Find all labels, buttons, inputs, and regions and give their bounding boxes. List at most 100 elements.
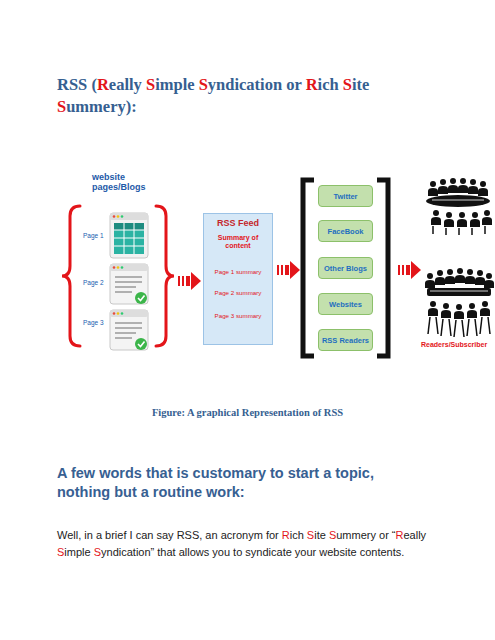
document-icon [135, 292, 147, 304]
section-heading: A few words that is customary to start a… [57, 464, 402, 502]
document-icon [113, 266, 116, 269]
audience-people-icon [428, 317, 430, 334]
meeting-people-icon [426, 195, 490, 207]
meeting-people-icon [458, 178, 468, 193]
block-arrow [411, 261, 421, 279]
spreadsheet-icon [110, 213, 148, 220]
accent-letter: S [343, 75, 352, 94]
accent-letter: S [94, 546, 101, 558]
document-icon [115, 286, 136, 288]
square-bracket [303, 180, 314, 356]
spreadsheet-icon [114, 223, 144, 254]
platform-label: FaceBook [328, 227, 364, 236]
document-icon [135, 338, 147, 350]
curly-brace [62, 206, 80, 346]
document-icon [110, 310, 148, 317]
block-arrow [182, 276, 184, 286]
document-icon [115, 322, 142, 324]
document-icon [110, 264, 148, 304]
meeting-people-icon [444, 212, 454, 227]
document-icon [110, 264, 148, 304]
meeting-people-icon [431, 210, 441, 225]
block-arrow [290, 261, 300, 279]
meeting-people-icon [448, 178, 458, 193]
audience-people-icon [480, 301, 490, 316]
audience-people-icon [445, 269, 455, 284]
audience-people-icon [454, 304, 464, 319]
accent-letter: S [57, 97, 66, 116]
document-icon [115, 323, 142, 338]
document-icon [117, 266, 120, 269]
accent-letter: S [199, 75, 208, 94]
meeting-people-icon [433, 226, 485, 235]
spreadsheet-icon [121, 215, 124, 218]
platform-label: Websites [329, 300, 362, 309]
body-paragraph: Well, in a brief I can say RSS, an acron… [57, 527, 457, 561]
audience-people-icon [428, 301, 438, 316]
spreadsheet-icon [114, 238, 144, 239]
meeting-people-icon [482, 210, 492, 225]
accent-letter: S [57, 546, 64, 558]
meeting-people-icon [438, 179, 448, 194]
meeting-people-icon [470, 212, 480, 227]
audience-people-icon [467, 319, 469, 336]
page-label: Page 1 [83, 232, 109, 240]
platform-box: Twitter [318, 185, 373, 207]
block-arrow [402, 265, 404, 275]
document-icon [121, 266, 124, 269]
spreadsheet-icon [110, 213, 148, 258]
block-arrow [277, 261, 300, 279]
document-icon [115, 276, 142, 278]
audience-people-icon [462, 320, 464, 337]
audience-people-icon [467, 303, 477, 318]
document-icon [138, 296, 145, 301]
block-arrow [285, 265, 289, 275]
document-icon [110, 310, 148, 350]
audience-people-icon [441, 319, 443, 336]
audience-people-icon [425, 273, 435, 288]
box-text: Page 1 summary [206, 268, 270, 275]
accent-letter: S [146, 75, 155, 94]
spreadsheet-icon [110, 213, 148, 258]
meeting-people-icon [457, 212, 467, 227]
audience-people-icon [475, 319, 477, 336]
platform-box: Other Blogs [318, 257, 373, 279]
spreadsheet-icon [117, 215, 120, 218]
box-text: Page 2 summary [206, 289, 270, 296]
figure-caption: Figure: A graphical Representation of RS… [0, 406, 495, 420]
accent-letter: R [396, 529, 404, 541]
audience-people-icon [428, 317, 490, 337]
document-icon [110, 310, 148, 350]
document-icon [115, 337, 132, 339]
meeting-people-icon [426, 178, 492, 235]
block-arrow [277, 265, 279, 275]
document-icon [115, 327, 142, 329]
page-label: Page 3 [83, 319, 109, 327]
document-icon [115, 281, 142, 283]
square-bracket [303, 180, 388, 356]
block-arrow [178, 276, 180, 286]
document-icon [115, 277, 142, 292]
page-title: RSS (Really Simple Syndication or Rich S… [57, 74, 437, 119]
block-arrow [398, 265, 400, 275]
accent-letter: S [329, 529, 336, 541]
meeting-people-icon [458, 228, 460, 235]
document-icon [110, 264, 148, 271]
audience-people-icon [430, 291, 488, 292]
accent-letter: R [97, 75, 109, 94]
document-icon [115, 332, 136, 334]
audience-people-icon [427, 288, 491, 296]
meeting-people-icon [471, 228, 473, 235]
audience-people-icon [449, 319, 451, 336]
meeting-people-icon [445, 228, 447, 235]
platform-box: Websites [318, 293, 373, 315]
audience-people-icon [484, 273, 494, 288]
audience-people-icon [441, 303, 451, 318]
platform-box: RSS Readers [318, 329, 373, 351]
block-arrow [186, 276, 190, 286]
curly-brace [156, 206, 174, 346]
document-icon [113, 312, 116, 315]
document-icon [115, 291, 132, 293]
meeting-people-icon [468, 179, 478, 194]
